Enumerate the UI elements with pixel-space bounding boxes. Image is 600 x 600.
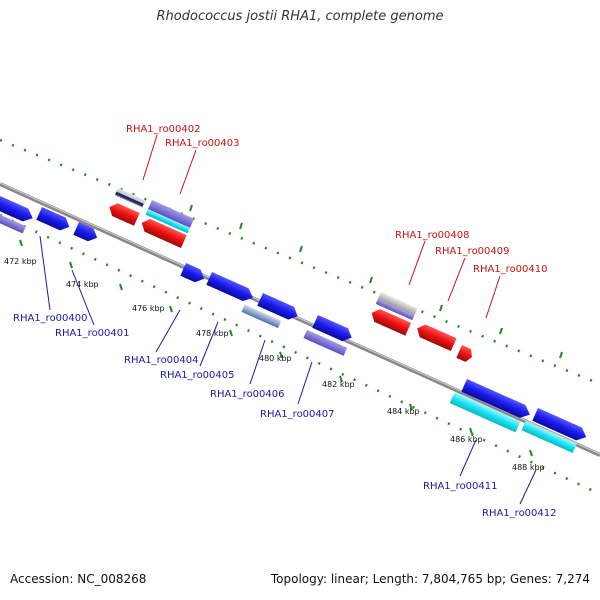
connector-ro00404 (155, 309, 181, 353)
gene-label-ro00412[interactable]: RHA1_ro00412 (482, 508, 557, 519)
gene-arrow-ro00401b[interactable] (73, 222, 100, 244)
tick-mark (369, 276, 373, 284)
genome-backbone (0, 182, 600, 457)
gene-label-ro00406[interactable]: RHA1_ro00406 (210, 389, 285, 400)
connector-ro00400 (39, 235, 51, 311)
gene-arrow-ro00403[interactable] (139, 216, 187, 248)
gene-arrow-ro00408[interactable] (369, 307, 412, 336)
tick-label: 474 kbp (66, 280, 99, 289)
gene-label-ro00401[interactable]: RHA1_ro00401 (55, 328, 130, 339)
tick-label: 486 kbp (450, 435, 483, 444)
connector-ro00409 (447, 257, 466, 302)
gene-domain-ro00407 (303, 329, 348, 356)
gene-arrow-ro00409[interactable] (414, 322, 457, 352)
gene-arrow-ro00401[interactable] (36, 207, 72, 233)
tick-label: 482 kbp (322, 380, 355, 389)
gene-domain-ro00403 (147, 200, 195, 228)
gene-label-ro00408[interactable]: RHA1_ro00408 (395, 230, 470, 241)
tick-mark (279, 351, 283, 359)
tick-label: 488 kbp (512, 463, 545, 472)
tick-mark (339, 375, 343, 383)
gene-label-ro00410[interactable]: RHA1_ro00410 (473, 264, 548, 275)
tick-mark (559, 351, 563, 359)
gene-domain-ro00411 (449, 392, 521, 433)
tick-mark (409, 403, 413, 411)
gene-label-ro00400[interactable]: RHA1_ro00400 (13, 313, 88, 324)
tick-mark (229, 329, 233, 337)
gene-domain-ro00412 (521, 421, 577, 454)
scale-tick-labels: 472 kbp 474 kbp 476 kbp 478 kbp 480 kbp … (4, 257, 545, 472)
connector-ro00406 (249, 339, 266, 385)
accession-label: Accession: NC_008268 (10, 572, 147, 586)
tick-mark (499, 327, 503, 335)
tick-mark (439, 304, 443, 312)
upper-dotted-track (0, 138, 600, 386)
gene-label-ro00409[interactable]: RHA1_ro00409 (435, 246, 510, 257)
gene-label-ro00411[interactable]: RHA1_ro00411 (423, 481, 498, 492)
connector-ro00405 (199, 321, 219, 367)
genome-summary: Topology: linear; Length: 7,804,765 bp; … (270, 572, 590, 586)
connector-ro00402 (142, 134, 158, 181)
label-connectors (39, 134, 537, 505)
gene-domain-ro00402b (115, 191, 144, 207)
gene-arrow-ro00405[interactable] (206, 272, 256, 304)
connector-ro00410 (485, 275, 501, 319)
tick-mark (529, 449, 533, 457)
gene-domain-ro00408 (377, 292, 418, 316)
gene-label-ro00407[interactable]: RHA1_ro00407 (260, 409, 335, 420)
tick-label: 484 kbp (387, 407, 420, 416)
gene-arrow-ro00412[interactable] (532, 408, 589, 444)
gene-label-ro00402[interactable]: RHA1_ro00402 (126, 124, 201, 135)
tick-mark (239, 222, 243, 230)
gene-arrow-ro00400[interactable] (0, 193, 36, 225)
tick-mark (169, 305, 173, 313)
forward-strand-features (0, 193, 589, 454)
gene-domain-ro00403b (145, 209, 190, 234)
connector-ro00412 (519, 469, 537, 505)
tick-mark (299, 245, 303, 253)
gene-arrow-ro00407[interactable] (312, 315, 354, 344)
scale-ticks (19, 204, 563, 457)
gene-domain-ro00406 (241, 304, 282, 329)
gene-arrow-ro00404[interactable] (180, 263, 207, 285)
gene-arrow-ro00411[interactable] (461, 379, 532, 421)
connector-ro00407 (297, 361, 313, 405)
reverse-strand-features (107, 188, 474, 363)
tick-mark (469, 427, 473, 435)
tick-label: 472 kbp (4, 257, 37, 266)
gene-domain-ro00408b (375, 299, 415, 321)
gene-label-ro00403[interactable]: RHA1_ro00403 (165, 138, 240, 149)
gene-label-ro00405[interactable]: RHA1_ro00405 (160, 370, 235, 381)
tick-mark (119, 283, 123, 291)
tick-mark (69, 261, 73, 269)
gene-domain-ro00400 (0, 209, 26, 234)
tick-mark (189, 204, 193, 212)
tick-label: 480 kbp (259, 354, 292, 363)
gene-arrow-ro00402[interactable] (107, 201, 140, 226)
connector-ro00403 (179, 149, 197, 195)
lower-dotted-track (0, 213, 600, 496)
gene-label-ro00404[interactable]: RHA1_ro00404 (124, 355, 199, 366)
tick-label: 476 kbp (132, 304, 165, 313)
tick-label: 478 kbp (196, 329, 229, 338)
gene-arrow-ro00410[interactable] (456, 345, 474, 363)
gene-labels: RHA1_ro00400 RHA1_ro00401 RHA1_ro00404 R… (13, 124, 557, 519)
connector-ro00401 (71, 269, 95, 326)
gene-arrow-ro00406[interactable] (257, 293, 300, 322)
connector-ro00408 (408, 240, 426, 286)
tick-mark (19, 239, 23, 247)
connector-ro00411 (459, 439, 477, 477)
genome-title: Rhodococcus jostii RHA1, complete genome (156, 9, 444, 24)
